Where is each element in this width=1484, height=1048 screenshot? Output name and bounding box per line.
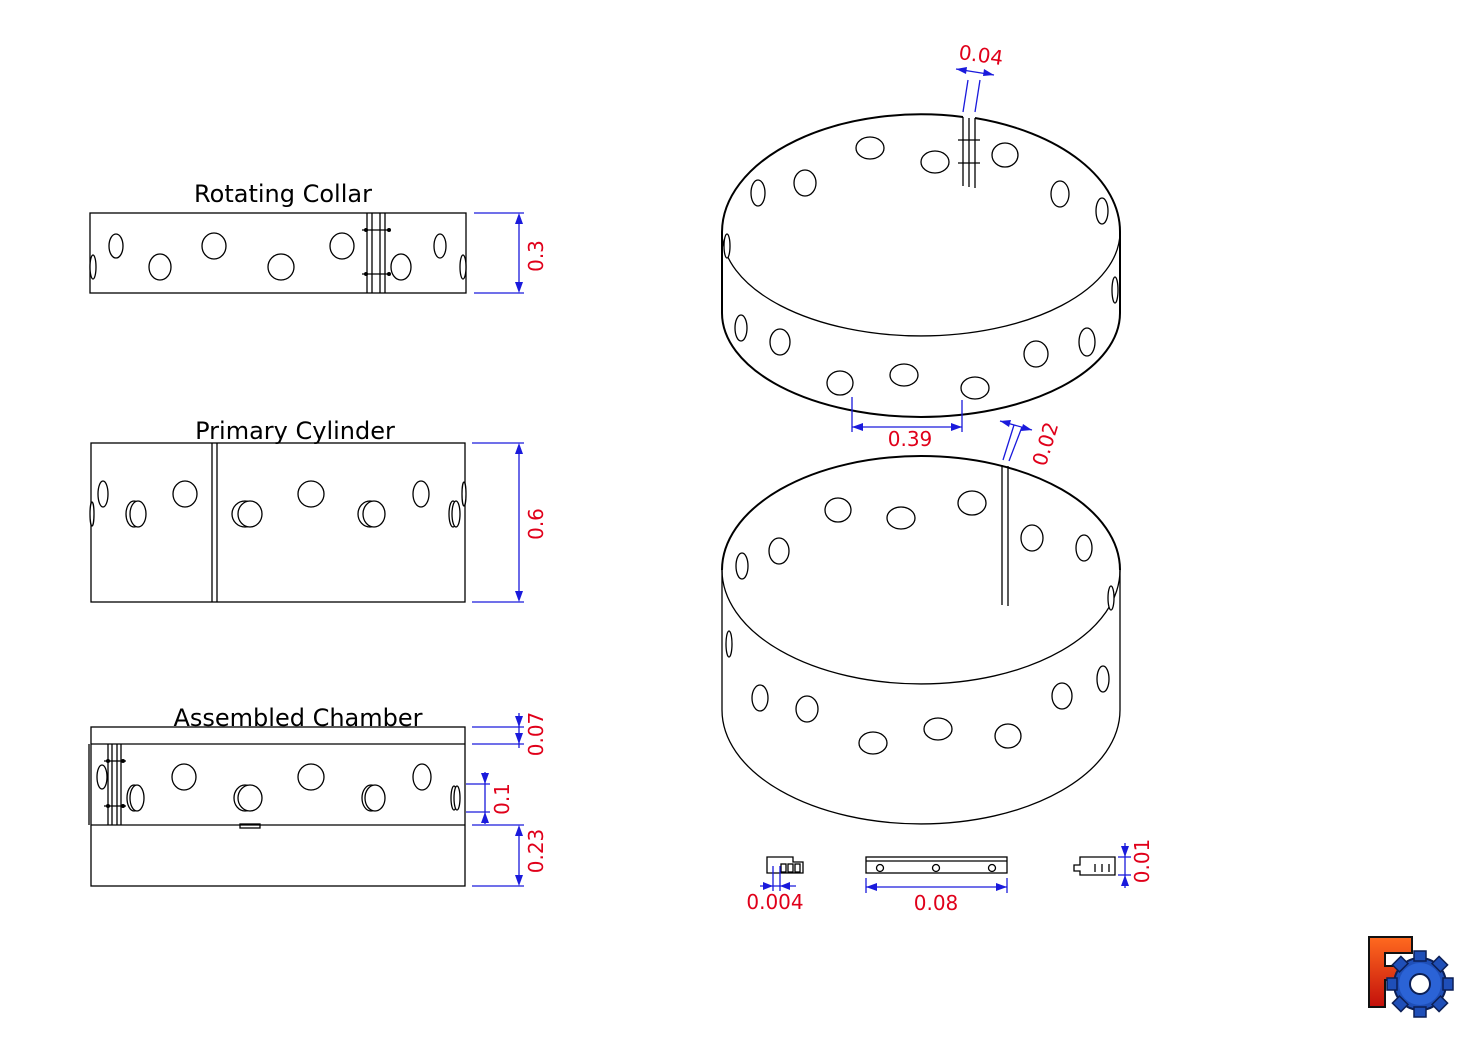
chamber-bottom-dimension: 0.23 bbox=[524, 829, 548, 874]
collar-gap-dimension: 0.04 bbox=[957, 40, 1004, 70]
assembled-chamber-view: Assembled Chamber 0.07 bbox=[88, 704, 548, 887]
primary-cylinder-view: Primary Cylinder 0.6 bbox=[89, 417, 548, 603]
detail-a-dimension: 0.004 bbox=[746, 890, 803, 914]
chamber-top-dimension: 0.07 bbox=[524, 712, 548, 757]
detail-c-dimension: 0.01 bbox=[1130, 839, 1154, 884]
cylinder-gap-dimension: 0.02 bbox=[1027, 419, 1063, 469]
collar-hole-spacing-dimension: 0.39 bbox=[888, 427, 933, 451]
iso-cylinder-view: 0.02 bbox=[721, 419, 1121, 825]
iso-collar-view: 0.04 0.39 bbox=[721, 40, 1122, 451]
detail-views: 0.004 0.08 0.01 bbox=[746, 839, 1154, 915]
primary-cylinder-title: Primary Cylinder bbox=[195, 417, 395, 445]
detail-b-dimension: 0.08 bbox=[914, 891, 959, 915]
rotating-collar-title: Rotating Collar bbox=[194, 180, 372, 208]
chamber-mid-dimension: 0.1 bbox=[490, 783, 514, 815]
assembled-chamber-title: Assembled Chamber bbox=[173, 704, 422, 732]
rotating-collar-view: Rotating Collar 0.3 bbox=[89, 180, 548, 294]
freecad-logo-icon bbox=[1368, 936, 1454, 1018]
cylinder-height-dimension: 0.6 bbox=[524, 508, 548, 540]
collar-height-dimension: 0.3 bbox=[524, 240, 548, 272]
